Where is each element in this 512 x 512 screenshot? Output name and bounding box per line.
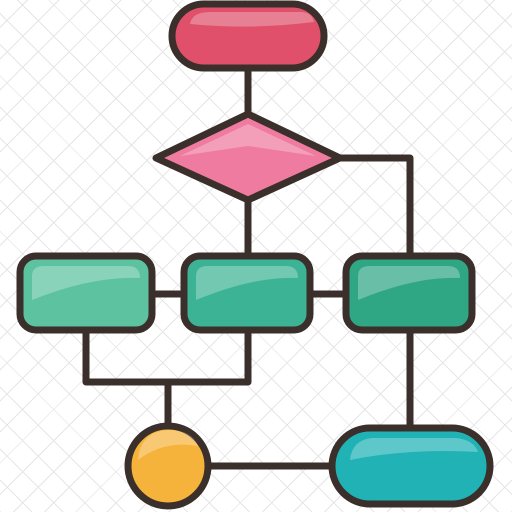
start-terminal-node: [168, 0, 328, 72]
decision-diamond-shape: [152, 110, 344, 204]
connector-highlight: [138, 430, 198, 460]
connector-node: [124, 422, 212, 510]
connector-circle-shape: [124, 422, 212, 510]
process-left-highlight: [32, 266, 140, 300]
edges: [82, 64, 414, 470]
end-terminal-shape: [328, 424, 494, 508]
edge-process-middle-to-connector: [164, 326, 252, 386]
process-middle-node: [180, 252, 314, 334]
decision-highlight: [180, 124, 316, 156]
start-terminal-shape: [168, 0, 328, 72]
start-terminal-highlight: [190, 12, 314, 27]
end-terminal-node: [328, 424, 494, 508]
process-left-shape: [16, 252, 156, 334]
process-right-shape: [342, 252, 476, 334]
process-middle-highlight: [196, 266, 298, 300]
end-terminal-highlight: [350, 438, 478, 460]
process-left-node: [16, 252, 156, 334]
process-right-highlight: [358, 266, 460, 300]
edge-decision-to-process-right: [336, 154, 414, 260]
process-middle-shape: [180, 252, 314, 334]
edge-process-left-to-connector: [82, 326, 172, 430]
decision-node: [152, 110, 344, 204]
process-right-node: [342, 252, 476, 334]
